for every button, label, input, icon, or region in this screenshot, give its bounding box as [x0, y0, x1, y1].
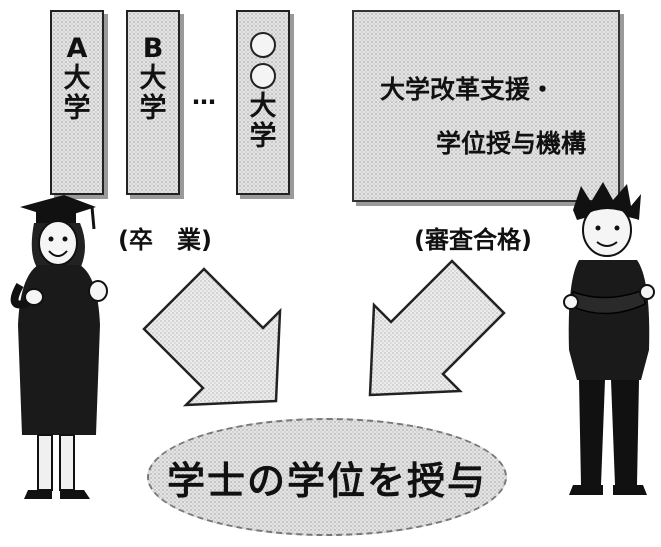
university-other-char-1: 大	[249, 91, 277, 122]
student-boy-icon	[563, 182, 655, 495]
university-b-char-2: 学	[139, 93, 167, 124]
university-a-letter: A	[66, 33, 88, 64]
placeholder-circle-icon	[250, 32, 276, 58]
university-b-letter: B	[142, 33, 164, 64]
agency-name-line-2: 学位授与機構	[436, 129, 587, 158]
university-other-box: 大 学	[236, 10, 290, 195]
result-oval: 学士の学位を授与	[147, 418, 507, 536]
university-a-char-2: 学	[63, 93, 91, 124]
right-down-arrow	[368, 259, 506, 397]
university-other-char-2: 学	[249, 121, 277, 152]
university-b-box: B 大 学	[126, 10, 180, 195]
exam-pass-caption: (審査合格)	[414, 226, 532, 254]
graduation-caption: (卒 業)	[118, 226, 212, 254]
university-b-char-1: 大	[139, 63, 167, 94]
left-down-arrow	[142, 267, 282, 407]
university-a-char-1: 大	[63, 63, 91, 94]
agency-name-line-1: 大学改革支援・	[380, 75, 556, 104]
university-a-box: A 大 学	[50, 10, 104, 195]
result-text: 学士の学位を授与	[166, 458, 487, 503]
ellipsis: …	[192, 82, 217, 110]
agency-box: 大学改革支援・ 学位授与機構	[352, 10, 620, 202]
placeholder-circle-icon	[250, 63, 276, 89]
graduate-woman-icon	[10, 195, 108, 499]
